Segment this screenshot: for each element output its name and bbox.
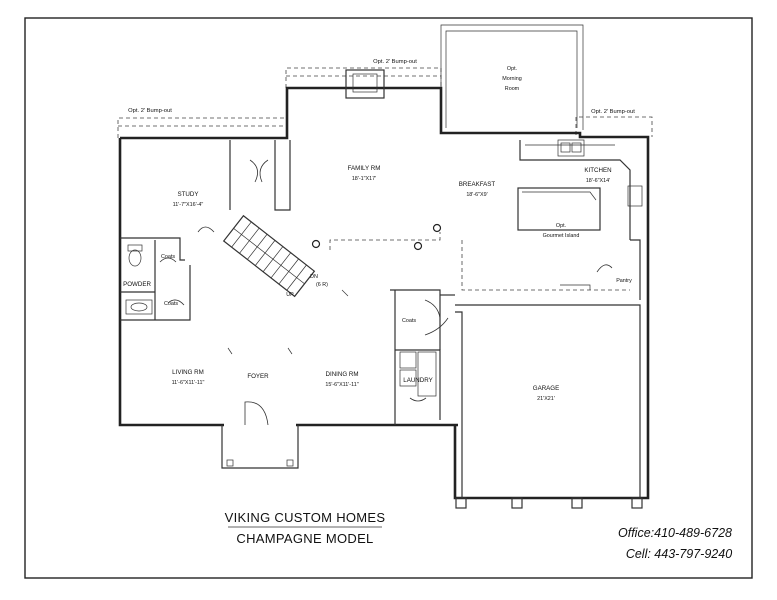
office-phone: Office:410-489-6728 (618, 526, 732, 540)
morning-room-line3: Room (505, 86, 520, 92)
living-room-dimensions: 11'-6"X11'-11" (172, 380, 205, 386)
stair-risers-label: (6 R) (316, 282, 328, 288)
laundry-fixtures (399, 351, 437, 397)
laundry-label: LAUNDRY (403, 377, 432, 384)
staircase (222, 214, 316, 298)
stair-dn-label: DN (310, 274, 318, 280)
page-border (24, 17, 753, 579)
interior-walls (120, 140, 641, 425)
posts (227, 223, 442, 355)
powder-label: POWDER (123, 281, 151, 288)
family-room-label: FAMILY RM (348, 165, 381, 172)
dining-room-dimensions: 15'-6"X11'-11" (325, 382, 358, 388)
breakfast-dimensions: 18'-6"X9' (466, 192, 487, 198)
living-room-label: LIVING RM (172, 369, 204, 376)
kitchen-label: KITCHEN (584, 167, 611, 174)
powder-fixtures (125, 244, 153, 315)
cell-phone: Cell: 443-797-9240 (626, 547, 732, 561)
study-label: STUDY (178, 191, 199, 198)
fireplace (345, 69, 385, 99)
pantry-label: Pantry (616, 278, 632, 284)
garage-columns (455, 497, 643, 509)
front-porch (221, 425, 299, 469)
kitchen-counters (517, 139, 643, 290)
morning-room-line2: Morning (502, 76, 521, 82)
study-dimensions: 11'-7"X16'-4" (173, 202, 204, 208)
stair-up-label: UP (286, 292, 294, 298)
doors (159, 159, 613, 426)
bump-out-center-label: Opt. 2' Bump-out (373, 59, 417, 65)
island-line2: Gourmet Island (543, 233, 580, 239)
coats-label-2: Coats (164, 301, 178, 307)
coats-label-3: Coats (402, 318, 416, 324)
kitchen-dimensions: 18'-6"X14' (586, 178, 610, 184)
garage-dimensions: 21'X21' (537, 396, 555, 402)
bump-out-outlines (117, 24, 653, 138)
island-line1: Opt. (556, 223, 566, 229)
coats-label-1: Coats (161, 254, 175, 260)
bump-out-left-label: Opt. 2' Bump-out (128, 108, 172, 114)
dining-room-label: DINING RM (326, 371, 359, 378)
family-room-dimensions: 18'-1"X17' (352, 176, 376, 182)
footer-title-line1: VIKING CUSTOM HOMES (225, 510, 386, 525)
footer-title-line2: CHAMPAGNE MODEL (236, 531, 373, 546)
garage-label: GARAGE (533, 385, 559, 392)
morning-room-line1: Opt. (507, 66, 517, 72)
breakfast-label: BREAKFAST (459, 181, 496, 188)
exterior-walls (118, 86, 650, 500)
foyer-label: FOYER (247, 373, 269, 380)
bump-out-right-label: Opt. 2' Bump-out (591, 109, 635, 115)
